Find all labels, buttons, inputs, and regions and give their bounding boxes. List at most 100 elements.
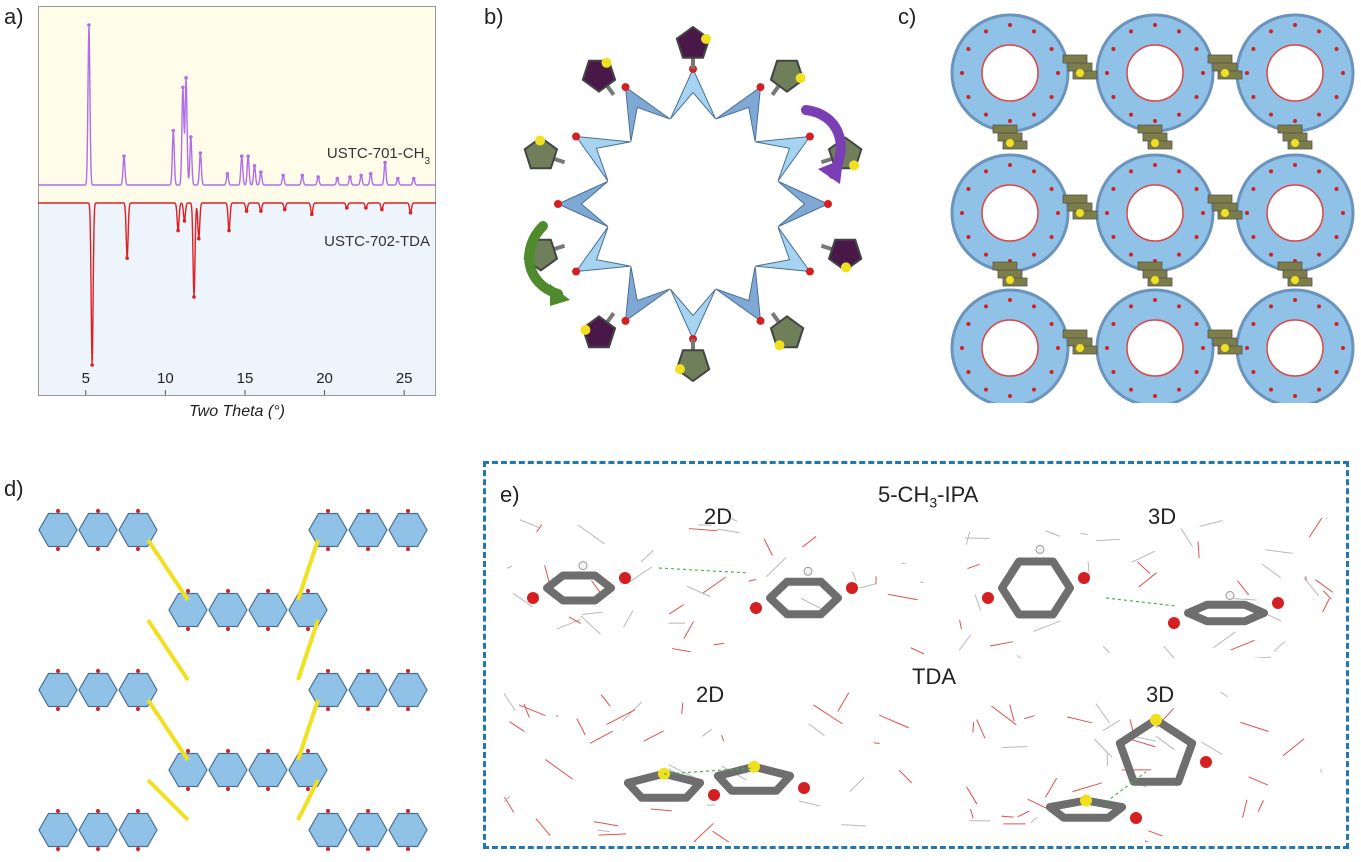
hydrogen-atom <box>1225 591 1235 600</box>
panel-label-c: c) <box>898 4 917 29</box>
layer-network-figure <box>38 509 428 851</box>
octahedron <box>38 512 78 548</box>
ring-center <box>605 116 781 292</box>
octahedron <box>348 512 388 548</box>
peak-point <box>198 151 203 155</box>
octahedron <box>118 512 158 548</box>
octahedron <box>624 266 671 322</box>
octahedron <box>388 812 428 848</box>
octahedron <box>168 752 208 788</box>
peak-point <box>227 228 231 233</box>
sulfur-atom <box>601 57 612 68</box>
oxygen-atom <box>708 789 720 801</box>
oxygen-atom <box>756 83 765 92</box>
octahedron <box>288 592 328 628</box>
aromatic-ring <box>766 577 842 619</box>
x-tick-label: 5 <box>82 370 90 387</box>
octahedron <box>669 288 717 341</box>
oxygen-atom <box>798 782 810 794</box>
panel-label-d: d) <box>4 476 24 501</box>
peak-point <box>87 23 91 27</box>
x-axis-label: Two Theta (°) <box>189 403 285 420</box>
octahedron <box>308 512 348 548</box>
arrow-head-green <box>550 284 570 306</box>
octahedron <box>288 752 328 788</box>
framework-cell <box>950 288 1070 403</box>
octahedron <box>208 592 248 628</box>
oxygen-atom <box>756 316 765 325</box>
peak-point <box>335 176 340 181</box>
sulfur-atom <box>795 73 806 84</box>
oxygen-atom <box>554 200 562 208</box>
peak-point <box>345 206 349 210</box>
linker-stack <box>1277 261 1313 287</box>
linker-bond <box>296 779 320 821</box>
peak-point <box>176 228 180 233</box>
linker-stack <box>1062 194 1098 220</box>
peak-point <box>368 172 373 176</box>
peak-point <box>411 176 416 181</box>
oxygen-atom <box>1130 812 1142 824</box>
octahedron <box>669 67 717 120</box>
peak-point <box>189 135 193 139</box>
sulfur-atom <box>1080 794 1092 807</box>
framework-cell <box>950 153 1070 273</box>
peak-point <box>282 207 287 212</box>
plot-bg-bottom <box>38 202 436 396</box>
hydrogen-atom <box>803 566 813 576</box>
framework-cell <box>1235 288 1355 403</box>
peak-point <box>192 295 196 299</box>
oxygen-atom <box>572 132 581 141</box>
hydrogen-atom <box>578 561 588 571</box>
octahedron <box>78 512 118 548</box>
plot-bg-top <box>38 6 436 202</box>
thiophene-ring <box>623 769 705 802</box>
series-line-0 <box>38 25 436 186</box>
octahedron <box>556 180 609 228</box>
octahedron <box>118 812 158 848</box>
x-tick-label: 25 <box>396 370 413 387</box>
linker-stack <box>992 124 1028 150</box>
interaction-comparison-box: e) 5-CH3-IPA 2D 3D TDA 2D 3D <box>483 461 1349 849</box>
linker-stack <box>1207 329 1243 355</box>
peak-point <box>383 160 387 165</box>
octahedron <box>308 812 348 848</box>
peak-point <box>125 256 129 260</box>
octahedron <box>208 752 248 788</box>
linker-bond <box>296 619 320 681</box>
framework-cell <box>1235 153 1355 273</box>
x-tick-label: 10 <box>157 370 174 387</box>
oxygen-atom <box>982 592 994 604</box>
panel-label-b: b) <box>484 4 504 29</box>
series-label-702: USTC-702-TDA <box>324 233 430 250</box>
octahedron <box>248 592 288 628</box>
x-tick-label: 20 <box>316 370 333 387</box>
peak-point <box>395 176 400 181</box>
thiophene-ring <box>713 762 795 795</box>
model-ipa-3d <box>958 518 1333 658</box>
peak-point <box>281 173 285 178</box>
octahedron <box>624 86 671 142</box>
peak-point <box>239 154 244 158</box>
peak-point <box>184 76 188 80</box>
octahedron <box>308 672 348 708</box>
peak-point <box>310 212 314 217</box>
peak-point <box>380 207 384 212</box>
arrow-head-purple <box>818 159 843 184</box>
peak-point <box>90 363 94 367</box>
octahedron <box>348 812 388 848</box>
model-tda-3d <box>966 692 1323 842</box>
oxygen-atom <box>846 582 858 594</box>
peak-point <box>252 164 257 168</box>
framework-cell <box>1095 153 1215 273</box>
linker-bond <box>146 698 190 762</box>
linker-stack <box>992 261 1028 287</box>
series-label-701: USTC-701-CH3 <box>327 145 431 167</box>
octahedron <box>78 812 118 848</box>
peak-point <box>316 175 320 179</box>
sulfur-atom <box>774 340 785 351</box>
label-bottom-2d: 2D <box>696 682 725 707</box>
title-tda: TDA <box>912 664 956 689</box>
peak-point <box>196 236 201 241</box>
peak-point <box>364 206 368 210</box>
